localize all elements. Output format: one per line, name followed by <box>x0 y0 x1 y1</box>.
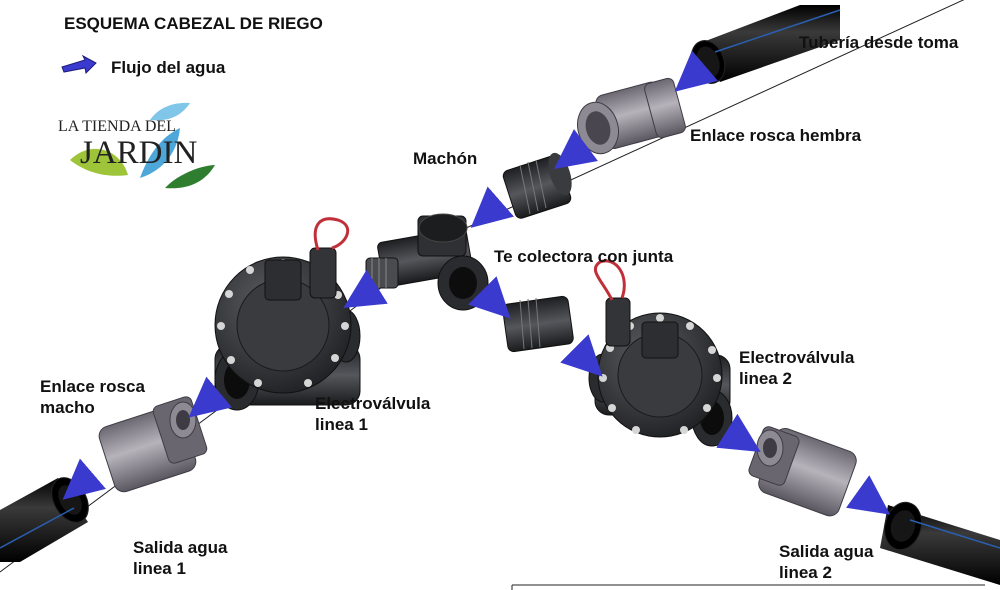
flow-arrow-7 <box>188 376 233 418</box>
flow-arrow-5 <box>468 276 511 319</box>
label-outlet-2-line2: linea 2 <box>779 563 832 582</box>
label-valve-1-line1: Electroválvula <box>315 394 431 413</box>
label-female-coupling: Enlace rosca hembra <box>690 126 862 145</box>
flow-arrow-10 <box>846 475 891 515</box>
outlet-pipe-right <box>880 501 1000 585</box>
flow-arrow-6 <box>560 334 603 377</box>
store-logo: LA TIENDA DEL JARDIN <box>58 102 215 189</box>
diagram-title: ESQUEMA CABEZAL DE RIEGO <box>64 14 323 33</box>
flow-arrow-4 <box>343 269 388 308</box>
flow-legend-label: Flujo del agua <box>111 58 226 77</box>
solenoid-valve-1 <box>214 217 361 411</box>
tee-collector <box>365 213 489 311</box>
female-coupling <box>577 77 686 155</box>
label-outlet-2-line1: Salida agua <box>779 542 874 561</box>
logo-line1: LA TIENDA DEL <box>58 118 176 135</box>
logo-leaf-green <box>70 148 128 176</box>
flow-arrow-2 <box>554 129 598 169</box>
flow-arrow-3 <box>470 186 514 228</box>
flow-arrow-8 <box>62 458 106 500</box>
flow-legend-arrow <box>61 54 97 75</box>
label-valve-2-line1: Electroválvula <box>739 348 855 367</box>
label-tee: Te colectora con junta <box>494 247 674 266</box>
nipple-fitting-2 <box>502 295 574 353</box>
label-inlet-pipe: Tubería desde toma <box>799 33 959 52</box>
logo-leaf-lightblue <box>150 102 190 121</box>
logo-leaf-blue <box>140 128 180 178</box>
male-coupling-right <box>748 426 857 517</box>
flow-arrow-1 <box>674 50 718 92</box>
nipple-fitting <box>502 152 572 219</box>
male-coupling-left <box>98 396 208 493</box>
label-outlet-1-line1: Salida agua <box>133 538 228 557</box>
logo-leaf-darkgreen <box>165 165 215 189</box>
label-male-coupling-line1: Enlace rosca <box>40 377 145 396</box>
label-valve-2-line2: linea 2 <box>739 369 792 388</box>
label-nipple: Machón <box>413 149 478 168</box>
flow-arrow-9 <box>716 413 761 452</box>
label-male-coupling-line2: macho <box>40 398 95 417</box>
logo-line2: JARDIN <box>80 135 198 171</box>
label-outlet-1-line2: linea 1 <box>133 559 186 578</box>
solenoid-valve-2 <box>588 259 733 447</box>
label-valve-1-line2: linea 1 <box>315 415 368 434</box>
